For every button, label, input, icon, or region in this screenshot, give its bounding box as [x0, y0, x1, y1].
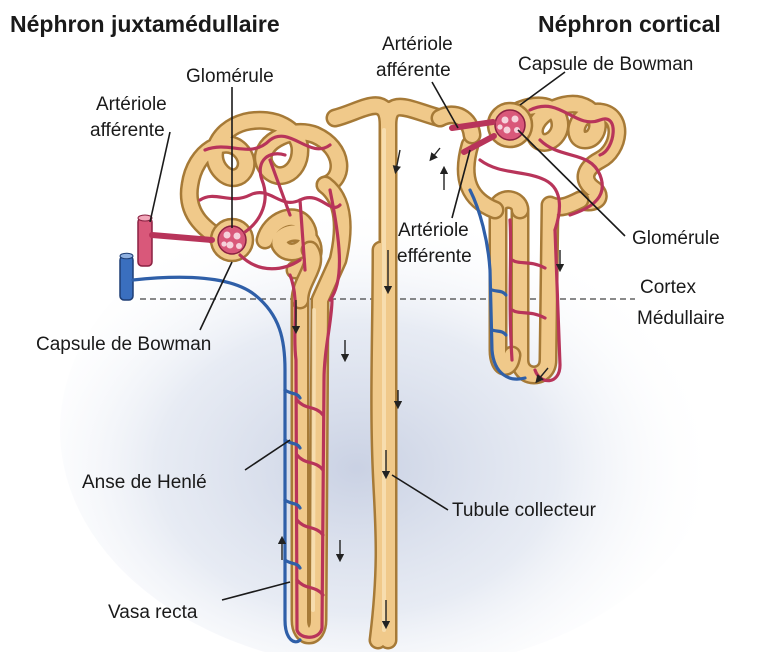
- label-arteriole-afferente-center-2: afférente: [376, 60, 451, 81]
- label-capsule-bowman-left: Capsule de Bowman: [36, 334, 211, 355]
- label-tubule-collecteur: Tubule collecteur: [452, 500, 597, 521]
- glomerulus-left: [218, 226, 246, 254]
- label-arteriole-efferente-1: Artériole: [398, 220, 469, 241]
- label-vasa-recta: Vasa recta: [108, 602, 198, 623]
- label-arteriole-efferente-2: efférente: [397, 246, 472, 267]
- label-arteriole-afferente-left-2: afférente: [90, 120, 165, 141]
- leader-arteriole-afferente-left: [150, 132, 170, 222]
- label-glomerule-left: Glomérule: [186, 66, 274, 87]
- label-arteriole-afferente-left-1: Artériole: [96, 94, 167, 115]
- title-cortical: Néphron cortical: [538, 11, 721, 37]
- label-arteriole-afferente-center-1: Artériole: [382, 34, 453, 55]
- label-cortex: Cortex: [640, 277, 696, 298]
- label-medullaire: Médullaire: [637, 308, 725, 329]
- label-capsule-bowman-right: Capsule de Bowman: [518, 54, 693, 75]
- title-juxtamedullary: Néphron juxtamédullaire: [10, 11, 280, 37]
- label-glomerule-right: Glomérule: [632, 228, 720, 249]
- vein-left: [120, 253, 133, 300]
- label-anse-henle: Anse de Henlé: [82, 472, 207, 493]
